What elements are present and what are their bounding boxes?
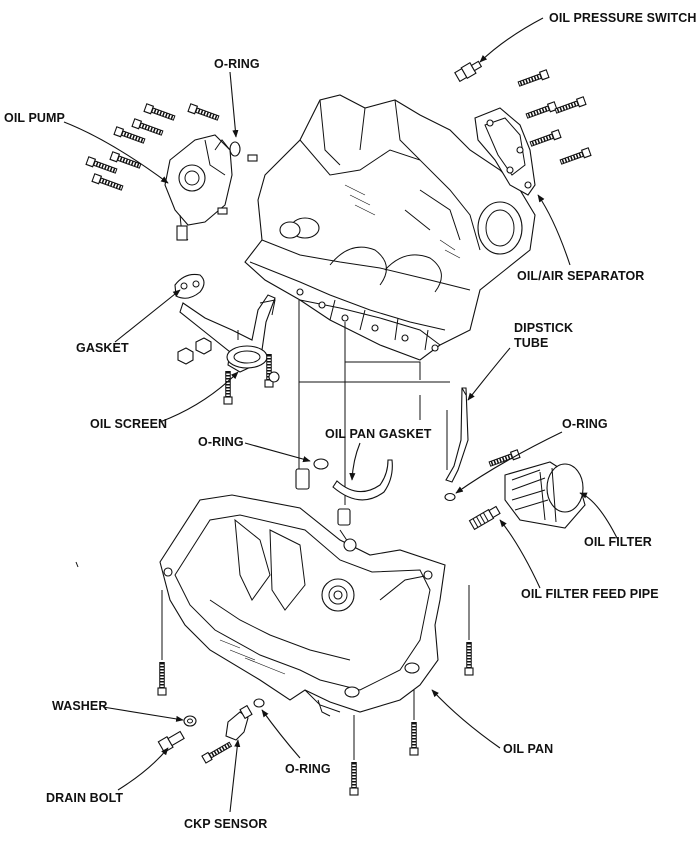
o-ring-right-part bbox=[444, 492, 456, 502]
o-ring-top-part bbox=[229, 141, 241, 157]
label-oil-pan-gasket: OIL PAN GASKET bbox=[325, 427, 432, 441]
dowel-pin bbox=[217, 207, 228, 215]
dipstick-tube bbox=[445, 387, 469, 483]
oil-filter bbox=[504, 461, 586, 529]
oil-pan-gasket-part bbox=[332, 459, 393, 501]
oil-air-separator bbox=[474, 107, 536, 196]
o-ring-mid-part bbox=[313, 458, 329, 470]
oil-pressure-switch bbox=[454, 60, 483, 83]
oil-pump bbox=[164, 134, 233, 241]
dowel-sleeve bbox=[337, 508, 351, 526]
label-oil-filter-feed-pipe: OIL FILTER FEED PIPE bbox=[521, 587, 659, 601]
label-ckp-sensor: CKP SENSOR bbox=[184, 817, 267, 831]
dowel-sleeve bbox=[295, 468, 310, 490]
label-oil-pressure-switch: OIL PRESSURE SWITCH bbox=[549, 11, 696, 25]
label-oil-screen: OIL SCREEN bbox=[90, 417, 167, 431]
ckp-sensor-bolt bbox=[202, 741, 233, 763]
o-ring-bottom-part bbox=[253, 698, 265, 708]
oil-pan bbox=[159, 494, 446, 717]
dowel-pin bbox=[247, 154, 258, 162]
label-o-ring-top: O-RING bbox=[214, 57, 260, 71]
label-oil-air-separator: OIL/AIR SEPARATOR bbox=[517, 269, 644, 283]
label-o-ring-bottom: O-RING bbox=[285, 762, 331, 776]
label-dipstick-tube-line2: TUBE bbox=[514, 336, 548, 350]
label-gasket: GASKET bbox=[76, 341, 129, 355]
dipstick-tube-bolt bbox=[488, 450, 520, 468]
gasket bbox=[174, 273, 205, 299]
ckp-sensor-part bbox=[225, 704, 253, 741]
stray-mark bbox=[75, 561, 79, 568]
guide-lines bbox=[237, 300, 450, 546]
washer-part bbox=[183, 715, 197, 727]
label-o-ring-right: O-RING bbox=[562, 417, 608, 431]
label-drain-bolt: DRAIN BOLT bbox=[46, 791, 123, 805]
oil-screen bbox=[179, 294, 276, 373]
label-washer: WASHER bbox=[52, 699, 107, 713]
label-o-ring-mid-left: O-RING bbox=[198, 435, 244, 449]
leader-lines bbox=[63, 17, 619, 813]
drain-bolt-part bbox=[157, 730, 185, 753]
engine-block bbox=[244, 94, 536, 361]
label-oil-pan: OIL PAN bbox=[503, 742, 553, 756]
label-oil-filter: OIL FILTER bbox=[584, 535, 652, 549]
oil-screen-nuts bbox=[177, 337, 212, 365]
oil-filter-feed-pipe bbox=[468, 505, 501, 531]
washer-hole bbox=[187, 718, 193, 724]
oil-screen-washer bbox=[268, 371, 280, 383]
label-oil-pump: OIL PUMP bbox=[4, 111, 65, 125]
label-dipstick-tube-line1: DIPSTICK bbox=[514, 321, 573, 335]
